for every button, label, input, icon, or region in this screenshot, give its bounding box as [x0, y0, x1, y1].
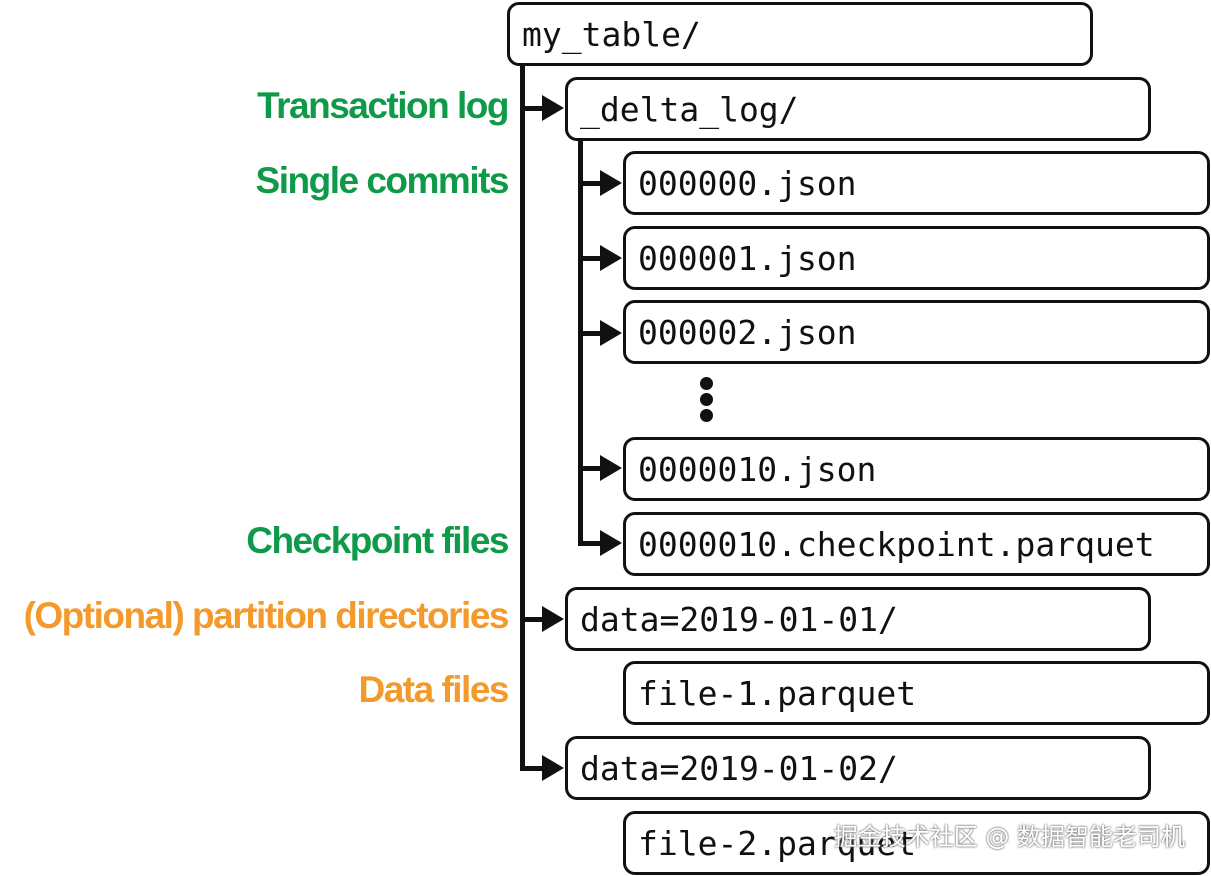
commit-file-node: 000001.json	[623, 226, 1210, 290]
data-files-label: Data files	[358, 669, 509, 710]
partition-folder-node: data=2019-01-01/	[565, 587, 1151, 651]
branch-commit-1	[578, 256, 602, 261]
branch-partition-1	[520, 617, 544, 622]
root-trunk-line	[520, 64, 525, 770]
commit-file-node: 000000.json	[623, 151, 1210, 215]
partition-directories-label: (Optional) partition directories	[23, 595, 510, 636]
branch-partition-2	[520, 766, 544, 771]
delta-log-trunk-line	[578, 138, 583, 546]
branch-checkpoint	[578, 541, 602, 546]
root-folder-node: my_table/	[507, 2, 1093, 66]
arrow-commit-10	[600, 455, 622, 481]
branch-commit-10	[578, 466, 602, 471]
checkpoint-file-node: 0000010.checkpoint.parquet	[623, 512, 1210, 576]
branch-delta-log	[520, 106, 544, 111]
arrow-delta-log	[542, 95, 564, 121]
arrow-commit-1	[600, 245, 622, 271]
branch-commit-0	[578, 181, 602, 186]
partition-folder-node: data=2019-01-02/	[565, 736, 1151, 800]
arrow-partition-1	[542, 606, 564, 632]
arrow-commit-2	[600, 320, 622, 346]
branch-commit-2	[578, 331, 602, 336]
arrow-commit-0	[600, 170, 622, 196]
checkpoint-files-label: Checkpoint files	[246, 520, 509, 561]
arrow-checkpoint	[600, 530, 622, 556]
transaction-log-label: Transaction log	[257, 85, 509, 126]
ellipsis-dot	[700, 393, 713, 406]
watermark-text: 掘金技术社区 @ 数据智能老司机	[833, 823, 1185, 851]
commit-file-node: 0000010.json	[623, 437, 1210, 501]
data-file-node: file-1.parquet	[623, 661, 1210, 725]
ellipsis-dot	[700, 377, 713, 390]
delta-log-folder-node: _delta_log/	[565, 77, 1151, 141]
arrow-partition-2	[542, 755, 564, 781]
single-commits-label: Single commits	[255, 160, 510, 201]
commit-file-node: 000002.json	[623, 300, 1210, 364]
ellipsis-dot	[700, 409, 713, 422]
data-file-node: file-2.parquet	[623, 811, 1210, 875]
